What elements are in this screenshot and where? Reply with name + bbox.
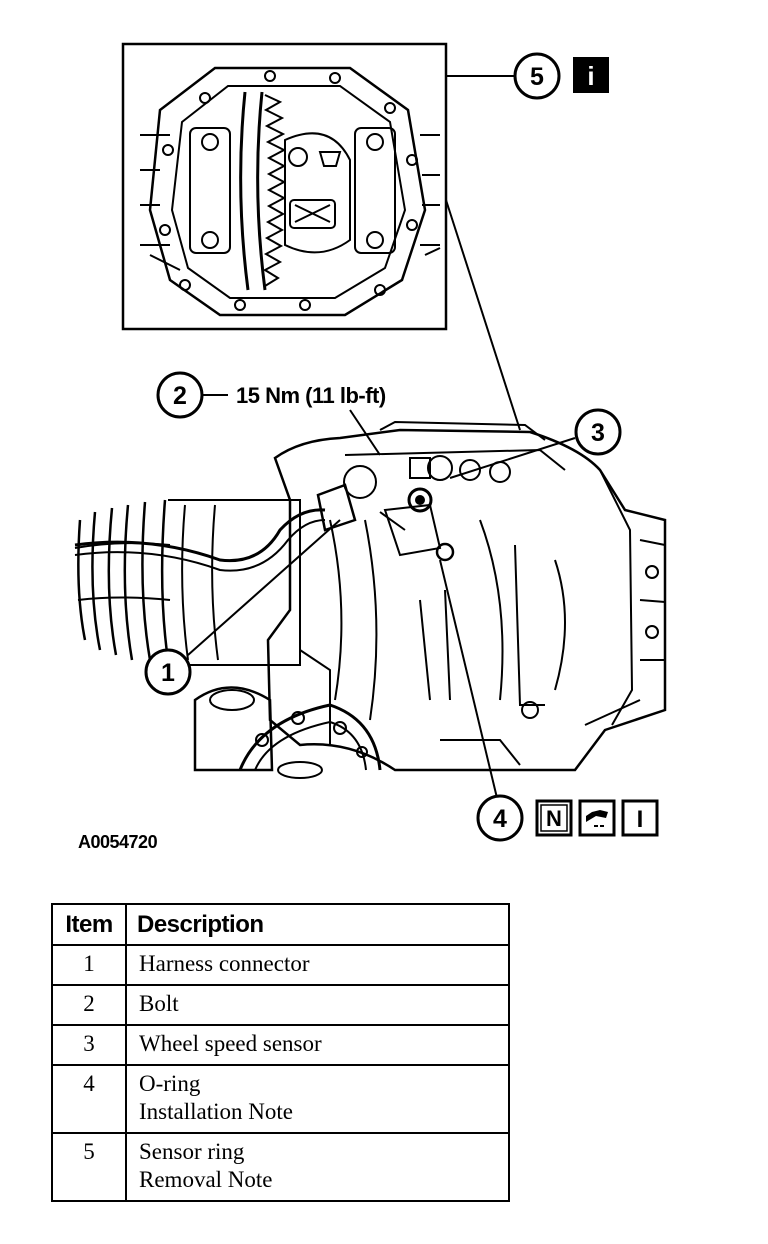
svg-text:5: 5 xyxy=(530,63,544,91)
callout-2: 2 xyxy=(156,371,204,419)
row-item-number: 5 xyxy=(51,1132,127,1202)
inset-differential xyxy=(121,42,448,331)
table-row: 5 Sensor ring Removal Note xyxy=(51,1132,510,1202)
header-description: Description xyxy=(125,903,510,946)
row-item-number: 1 xyxy=(51,944,127,986)
lubricate-icon xyxy=(578,799,616,837)
callout-4: 4 xyxy=(476,794,524,842)
row-item-number: 4 xyxy=(51,1064,127,1134)
row-description: Wheel speed sensor xyxy=(125,1024,510,1066)
removal-note-link[interactable]: Removal Note xyxy=(139,1167,273,1192)
svg-text:4: 4 xyxy=(493,805,507,833)
table-row: 4 O-ring Installation Note xyxy=(51,1064,510,1134)
row-item-number: 3 xyxy=(51,1024,127,1066)
svg-text:I: I xyxy=(637,806,644,833)
info-icon: i xyxy=(573,57,609,93)
svg-text:N: N xyxy=(546,806,562,831)
exploded-diagram: 5 i 2 15 Nm (11 lb-ft) 3 1 4 N I xyxy=(74,42,667,842)
header-item: Item xyxy=(51,903,127,946)
new-part-icon: N xyxy=(535,799,573,837)
row-description: Harness connector xyxy=(125,944,510,986)
row-description: Bolt xyxy=(125,984,510,1026)
legend-table: Item Description 1 Harness connector 2 B… xyxy=(51,903,510,1202)
svg-text:3: 3 xyxy=(591,419,605,447)
axle-housing xyxy=(74,420,667,772)
torque-label: 15 Nm (11 lb-ft) xyxy=(236,383,386,408)
figure-id: A0054720 xyxy=(78,832,158,852)
legend-header-row: Item Description xyxy=(51,903,510,946)
svg-text:i: i xyxy=(587,61,594,91)
leader-lines xyxy=(187,75,576,799)
inspect-icon: I xyxy=(621,799,659,837)
table-row: 2 Bolt xyxy=(51,984,510,1026)
row-description: O-ring Installation Note xyxy=(125,1064,510,1134)
svg-text:1: 1 xyxy=(161,659,175,687)
table-row: 3 Wheel speed sensor xyxy=(51,1024,510,1066)
row-item-number: 2 xyxy=(51,984,127,1026)
callout-5: 5 xyxy=(513,52,561,100)
callout-3: 3 xyxy=(574,408,622,456)
pinion-flange xyxy=(193,686,382,779)
installation-note-link[interactable]: Installation Note xyxy=(139,1099,293,1124)
table-row: 1 Harness connector xyxy=(51,944,510,986)
callout-1: 1 xyxy=(144,648,192,696)
svg-text:2: 2 xyxy=(173,382,187,410)
row-description: Sensor ring Removal Note xyxy=(125,1132,510,1202)
